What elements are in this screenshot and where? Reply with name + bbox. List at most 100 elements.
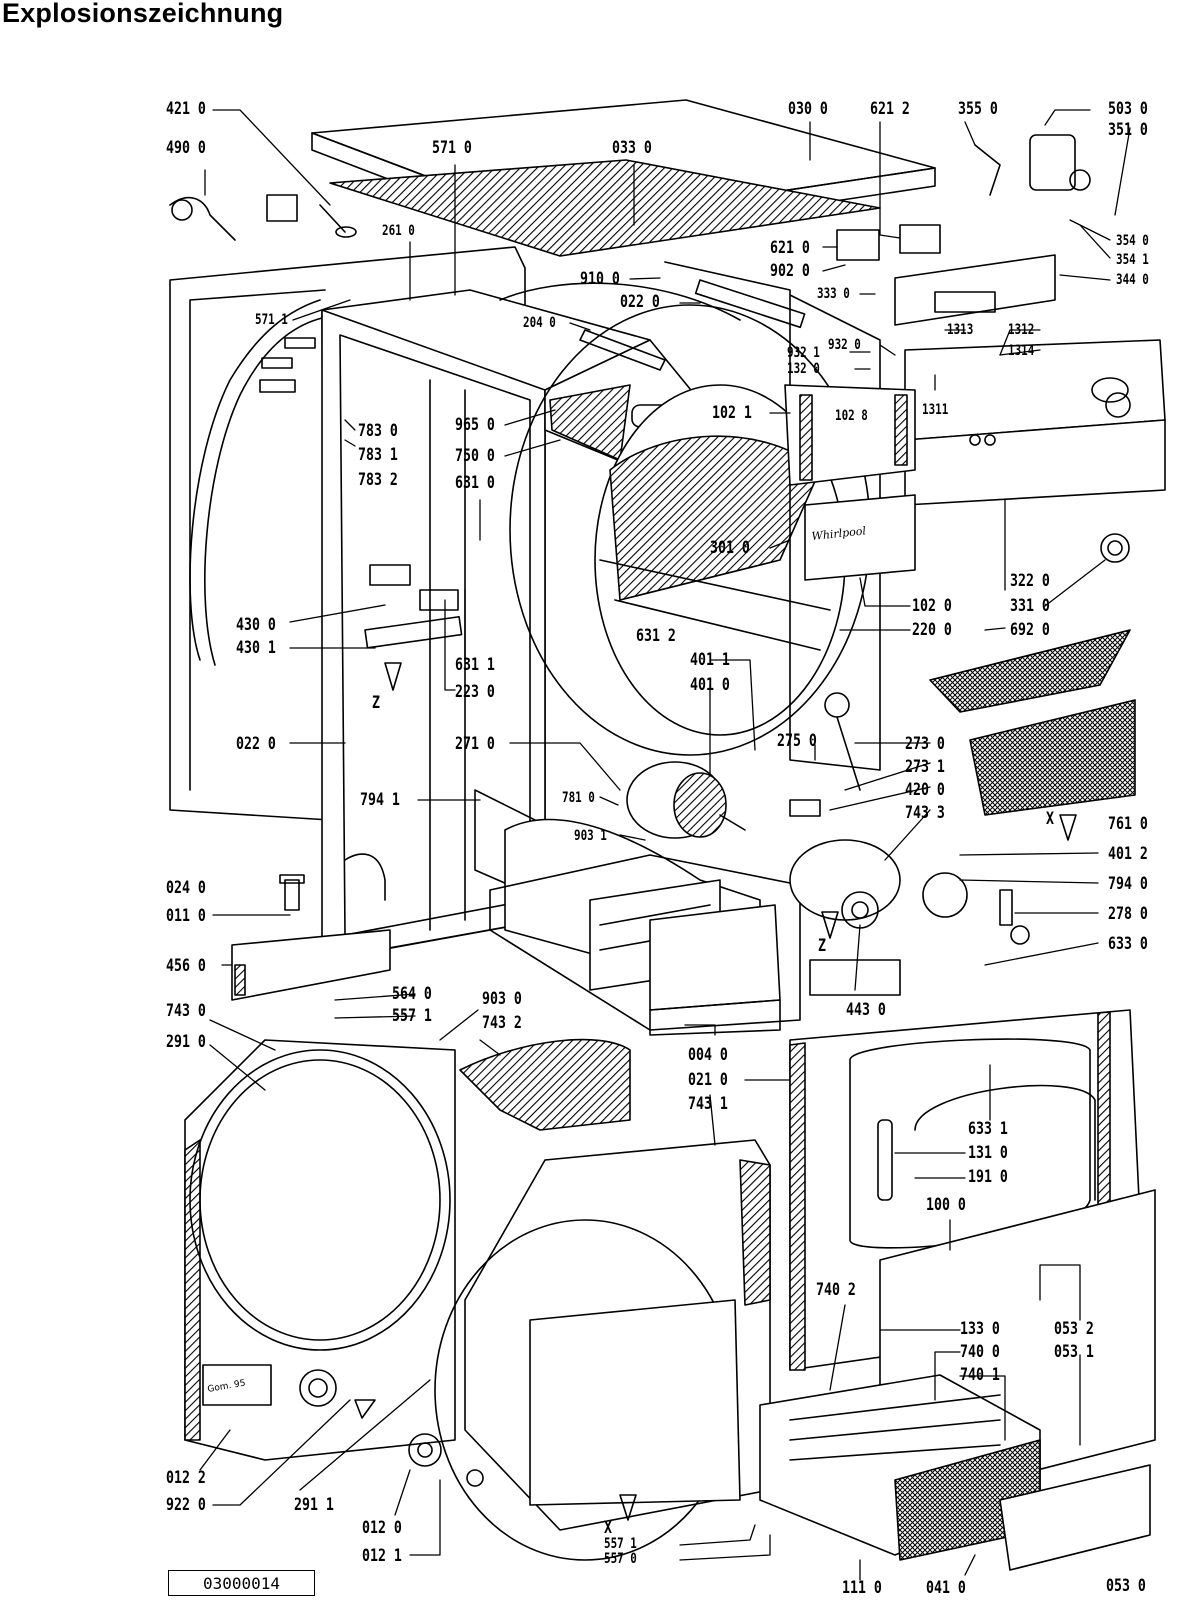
callout-621-0: 621 0 (770, 238, 810, 258)
document-number-box: 03000014 (168, 1570, 315, 1596)
callout-1313: 1313 (947, 322, 974, 338)
callout-794-1: 794 1 (360, 790, 400, 810)
callout-571-0: 571 0 (432, 138, 472, 158)
callout-557-1-upper: 557 1 (392, 1006, 432, 1026)
lint-filter (969, 699, 1136, 816)
callout-490-0: 490 0 (166, 138, 206, 158)
callout-401-2: 401 2 (1108, 844, 1148, 864)
callout-781-0: 781 0 (562, 790, 595, 806)
callout-331-0: 331 0 (1010, 596, 1050, 616)
callout-430-0: 430 0 (236, 615, 276, 635)
callout-004-0: 004 0 (688, 1045, 728, 1065)
callout-223-0: 631 2 (636, 626, 676, 646)
callout-631-1: 223 0 (455, 682, 495, 702)
callout-344-0: 344 0 (1116, 272, 1149, 288)
callout-910-0: 910 0 (580, 269, 620, 289)
drum (499, 282, 871, 756)
callout-503-0: 503 0 (1108, 99, 1148, 119)
callout-783-2: 783 2 (358, 470, 398, 490)
callout-743-0: 743 0 (166, 1001, 206, 1021)
callout-401-0: 401 0 (690, 675, 730, 695)
callout-271-0: 271 0 (455, 734, 495, 754)
callout-291-0: 291 0 (166, 1032, 206, 1052)
callout-421-0: 421 0 (166, 99, 206, 119)
callout-011-0: 011 0 (166, 906, 206, 926)
callout-291-1: 291 1 (294, 1495, 334, 1515)
callout-354-1: 354 1 (1116, 252, 1149, 268)
callout-351-0: 351 0 (1108, 120, 1148, 140)
callout-333-0: 333 0 (817, 286, 850, 302)
callout-100-0: 100 0 (926, 1195, 966, 1215)
callout-783-0: 783 0 (358, 421, 398, 441)
callout-322-0: 322 0 (1010, 571, 1050, 591)
callout-220-0: 220 0 (912, 620, 952, 640)
callout-692-0: 692 0 (1010, 620, 1050, 640)
callout-1314: 1314 (1008, 343, 1035, 359)
rear-bracket (664, 261, 881, 771)
callout-191-0: 191 0 (968, 1167, 1008, 1187)
kick-plate (999, 1464, 1151, 1571)
callout-932-1: 932 1 (787, 345, 820, 361)
callout-903-0: 903 0 (482, 989, 522, 1009)
callout-033-0: 033 0 (612, 138, 652, 158)
callout-564-0: 564 0 (392, 984, 432, 1004)
callout-557-1-lower: 557 1 (604, 1536, 637, 1552)
callout-053-0: 053 0 (1106, 1576, 1146, 1596)
callout-443-0: 443 0 (846, 1000, 886, 1020)
document-number: 03000014 (202, 1574, 281, 1593)
callout-1311: 1311 (922, 402, 949, 418)
callout-022-0-rear: 022 0 (620, 292, 660, 312)
callout-430-1: 430 1 (236, 638, 276, 658)
callout-783-1: 783 1 (358, 445, 398, 465)
callout-932-0: 932 0 (828, 337, 861, 353)
callout-275-0: 275 0 (777, 731, 817, 751)
callout-631-2: 631 1 (455, 655, 495, 675)
arrow-x-label-2: X (604, 1518, 612, 1538)
callout-740-0: 740 0 (960, 1342, 1000, 1362)
callout-1312: 1312 (1008, 322, 1035, 338)
callout-750-0: 750 0 (455, 446, 495, 466)
callout-024-0: 024 0 (166, 878, 206, 898)
callout-273-1: 273 1 (905, 757, 945, 777)
callout-621-2: 621 2 (870, 99, 910, 119)
front-bulkhead (434, 1139, 771, 1561)
callout-030-0: 030 0 (788, 99, 828, 119)
callout-922-0: 922 0 (166, 1495, 206, 1515)
page-title: Explosionszeichnung (2, 0, 284, 28)
callout-053-1: 053 1 (1054, 1342, 1094, 1362)
bracket-slot (694, 279, 806, 329)
callout-557-0: 557 0 (604, 1551, 637, 1567)
callout-743-3: 743 3 (905, 803, 945, 823)
callout-902-0: 902 0 (770, 261, 810, 281)
console-box (784, 384, 916, 581)
callout-041-0: 041 0 (926, 1578, 966, 1598)
callout-794-0: 794 0 (1108, 874, 1148, 894)
rear-panel (184, 1039, 456, 1461)
callout-273-0: 273 0 (905, 734, 945, 754)
callout-111-0: 111 0 (842, 1578, 882, 1598)
callout-903-1: 903 1 (574, 828, 607, 844)
rear-wall (169, 246, 526, 821)
callout-278-0: 278 0 (1108, 904, 1148, 924)
callout-132-0: 132 0 (787, 361, 820, 377)
callout-633-1: 633 1 (968, 1119, 1008, 1139)
arrow-z-label-1: Z (372, 693, 380, 713)
callout-022-0-side: 022 0 (236, 734, 276, 754)
callout-102-0: 102 0 (912, 596, 952, 616)
callout-571-1: 571 1 (255, 312, 288, 328)
callout-301-0: 301 0 (710, 538, 750, 558)
callout-740-2: 740 2 (816, 1280, 856, 1300)
blower (789, 839, 901, 996)
callout-102-8: 102 8 (835, 408, 868, 424)
callout-102-1: 102 1 (712, 403, 752, 423)
callout-456-0: 456 0 (166, 956, 206, 976)
callout-131-0: 131 0 (968, 1143, 1008, 1163)
callout-012-1: 012 1 (362, 1546, 402, 1566)
motor (626, 761, 746, 839)
base-tray (489, 854, 801, 1036)
leader-lines (199, 109, 1131, 1581)
drum-seal (459, 1038, 631, 1131)
callout-631-0: 631 0 (455, 473, 495, 493)
callout-420-0: 420 0 (905, 780, 945, 800)
callout-743-1: 743 1 (688, 1094, 728, 1114)
